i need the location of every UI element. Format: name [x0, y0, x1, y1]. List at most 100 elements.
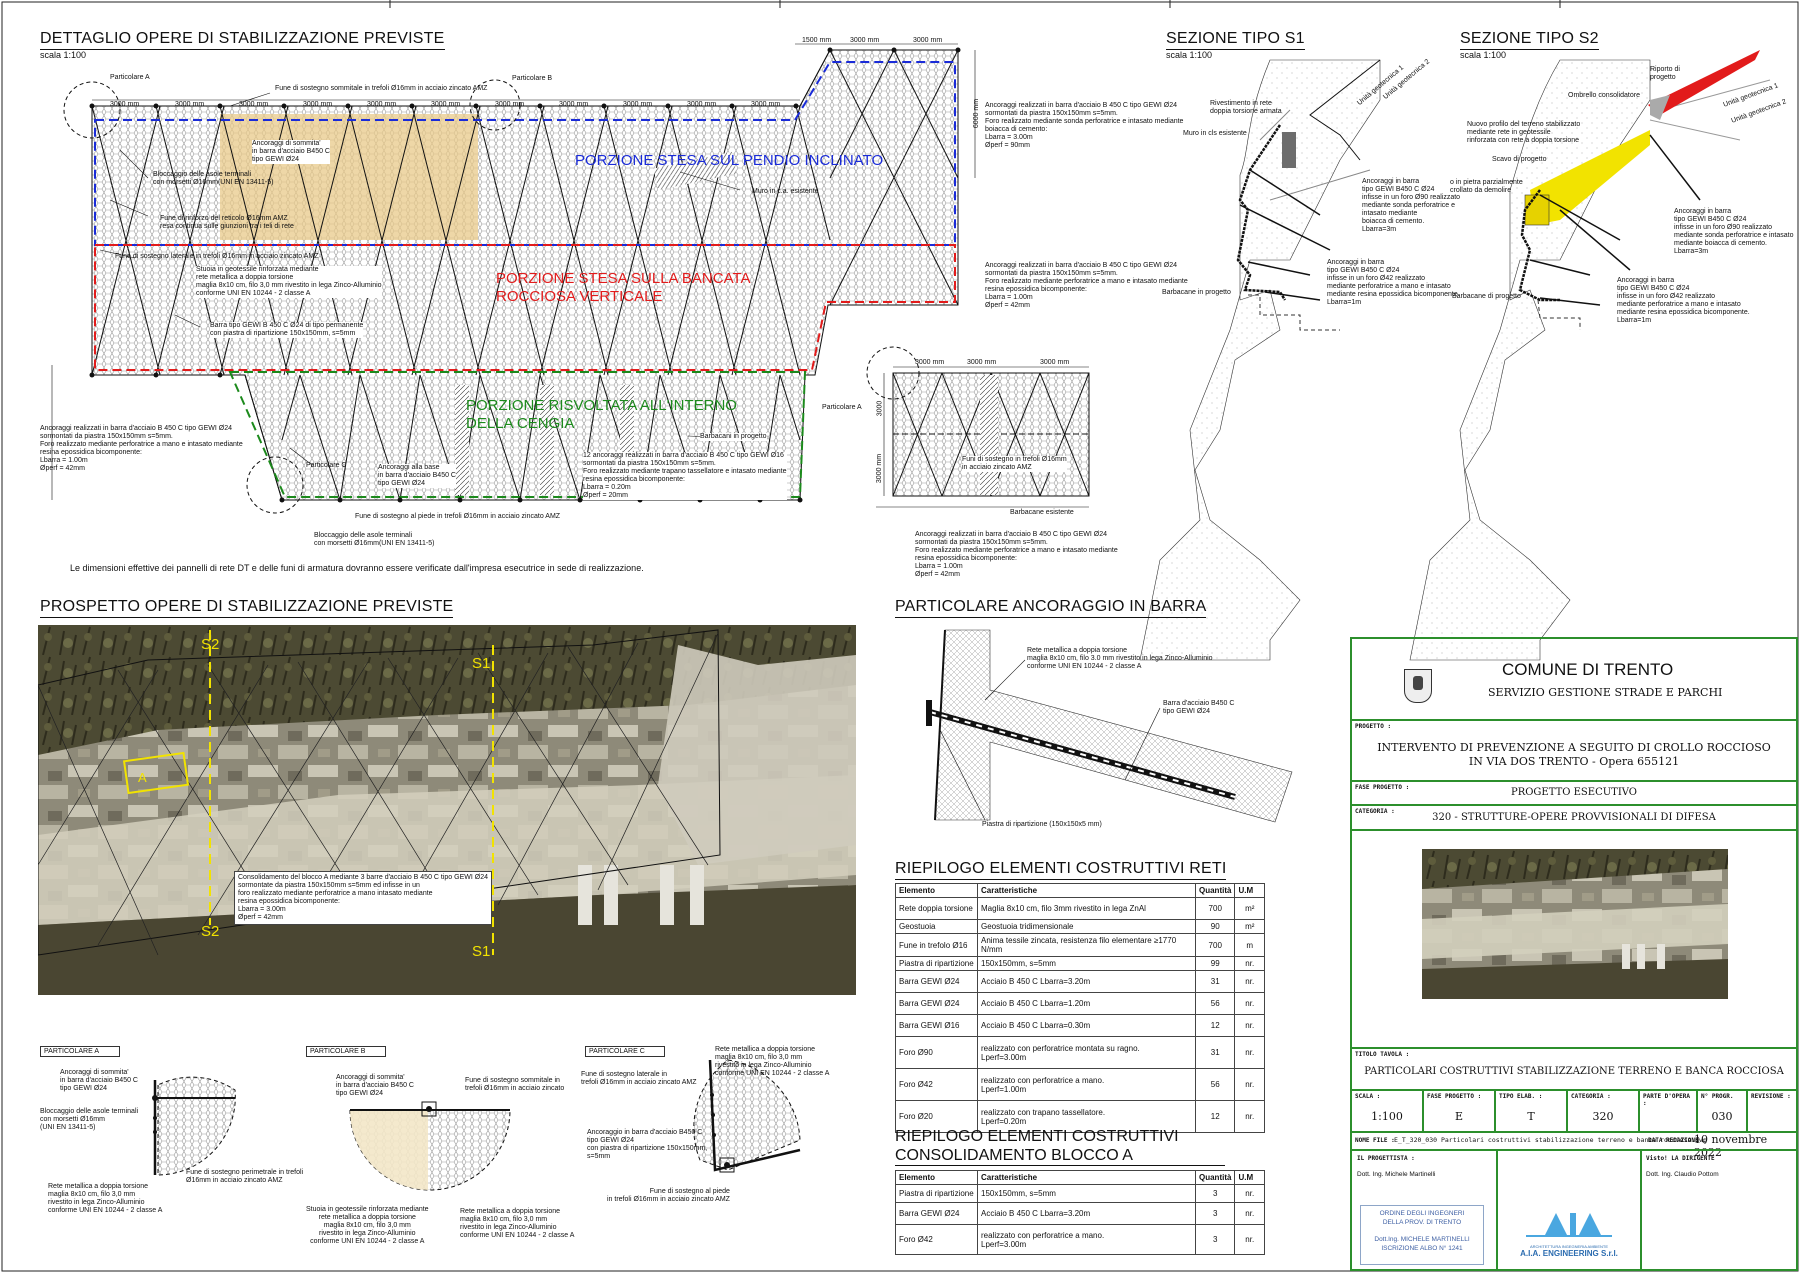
label-progettista: IL PROGETTISTA : — [1357, 1155, 1415, 1162]
cell: Foro Ø20 — [895, 1100, 978, 1133]
cell: Geostuoia — [895, 919, 978, 934]
detail-c-drawing — [693, 1059, 801, 1173]
dim-top: 3000 mm — [303, 101, 333, 108]
cell-revisione: REVISIONE : — [1751, 1093, 1791, 1100]
elevation-photo: S2 S2 S1 S1 A Consolidamento del blocco … — [38, 625, 856, 995]
detail-b-l1: Ancoraggi di sommita' in barra d'acciaio… — [336, 1074, 414, 1097]
engineer-stamp: ORDINE DEGLI INGEGNERI DELLA PROV. DI TR… — [1360, 1205, 1484, 1265]
cell: Barra GEWI Ø24 — [895, 992, 978, 1015]
s1-riv-label: Rivestimento in rete doppia torsione arm… — [1210, 100, 1282, 115]
dim-top-right: 3000 mm — [913, 37, 943, 44]
cell: Piastra di ripartizione — [895, 1184, 978, 1203]
zone-red-label-2: ROCCIOSA VERTICALE — [496, 288, 663, 305]
cell: 3 — [1194, 1224, 1236, 1255]
label-nome-file: NOME FILE : — [1355, 1137, 1395, 1144]
detail-a-drawing — [152, 1076, 236, 1176]
cell: 3 — [1194, 1184, 1236, 1203]
dim-top: 3000 mm — [175, 101, 205, 108]
cell: Maglia 8x10 cm, filo 3mm rivestito in le… — [977, 897, 1196, 920]
col-header: U.M — [1234, 1170, 1265, 1185]
detail-c-l3: Ancoraggio in barra d'acciaio B450 C tip… — [587, 1129, 708, 1160]
cell: 31 — [1194, 1036, 1236, 1069]
s2-ombrello-label: Ombrello consolidatore — [1568, 92, 1640, 99]
detail-c-l2: Rete metallica a doppia torsione maglia … — [715, 1046, 830, 1077]
barbacani-label: Barbacani in progetto — [700, 433, 767, 441]
cell: Acciaio B 450 C Lbarra=1.20m — [977, 992, 1196, 1015]
small-plan-net — [866, 346, 1090, 508]
cell: 12 — [1194, 1100, 1236, 1133]
zone-blue-label: PORZIONE STESA SUL PENDIO INCLINATO — [575, 152, 884, 169]
cell: nr. — [1234, 1068, 1265, 1101]
label-dirigente: Visto! LA DIRIGENTE — [1646, 1155, 1715, 1162]
cell: nr. — [1234, 1014, 1265, 1037]
s2-top-marker: S2 — [201, 636, 220, 653]
cell: 700 — [1194, 897, 1236, 920]
cell: realizzato con perforatrice a mano. Lper… — [977, 1068, 1196, 1101]
detail-b-l3: Stuoia in geotessile rinforzata mediante… — [306, 1206, 429, 1245]
cell: Geostuoia tridimensionale — [977, 919, 1196, 934]
cell: realizzato con perforatrice a mano. Lper… — [977, 1224, 1196, 1255]
detail-a-l2: Bloccaggio delle asole terminali con mor… — [40, 1108, 139, 1131]
cell: Foro Ø42 — [895, 1224, 978, 1255]
zone-red-label-1: PORZIONE STESA SULLA BANCATA — [496, 270, 751, 287]
small-dim-v2: 3000 mm — [876, 453, 884, 484]
cell: realizzato con perforatrice montata su r… — [977, 1036, 1196, 1069]
dim-top: 3000 mm — [623, 101, 653, 108]
cell: 99 — [1194, 956, 1236, 971]
comune-name: COMUNE DI TRENTO — [1502, 660, 1674, 679]
dim-top: 3000 mm — [559, 101, 589, 108]
cell-progr: N° PROGR. 030 — [1698, 1091, 1748, 1131]
part-a-label: Particolare A — [110, 74, 150, 81]
s1-top-marker: S1 — [472, 655, 491, 672]
fune-rinforzo-label: Fune di rinforzo del reticolo Ø16mm AMZ … — [160, 215, 294, 230]
s2-riporto-label: Riporto di progetto — [1650, 66, 1680, 81]
small-funi-label: Funi di sostegno in trefoli Ø16mm in acc… — [962, 456, 1067, 472]
detail-c-title: PARTICOLARE C — [585, 1046, 665, 1057]
cell: Foro Ø42 — [895, 1068, 978, 1101]
anc-right2-label: Ancoraggi realizzati in barra d'acciaio … — [985, 262, 1188, 309]
cell: Barra GEWI Ø24 — [895, 970, 978, 993]
s1-title: SEZIONE TIPO S1 — [1166, 30, 1305, 50]
s1-barb-label: Barbacane in progetto — [1162, 289, 1231, 296]
site-photo — [1422, 849, 1728, 999]
cell-parte: PARTE D'OPERA : — [1640, 1091, 1698, 1131]
cell: Foro Ø90 — [895, 1036, 978, 1069]
s1-bottom-marker: S1 — [472, 943, 491, 960]
anchor-piastra-label: Piastra di ripartizione (150x150x5 mm) — [982, 821, 1102, 828]
anchor-title: PARTICOLARE ANCORAGGIO IN BARRA — [895, 598, 1207, 618]
aia-logo: ARCHITETTURA INGEGNERIA AMBIENTE A.I.A. … — [1506, 1209, 1632, 1265]
table-header-row: Elemento Caratteristiche Quantità U.M — [895, 1170, 1265, 1185]
zone-green-label-1: PORZIONE RISVOLTATA ALL'INTERNO — [466, 397, 737, 414]
bloccaggio2-label: Bloccaggio delle asole terminali con mor… — [314, 532, 435, 547]
zone-green-label-2: DELLA CENGIA — [466, 415, 575, 432]
s2-muro-pietra-label: o in pietra parzialmente crollato da dem… — [1450, 179, 1523, 194]
detail-title: DETTAGLIO OPERE DI STABILIZZAZIONE PREVI… — [40, 30, 445, 50]
bom2-title: RIEPILOGO ELEMENTI COSTRUTTIVI CONSOLIDA… — [895, 1127, 1225, 1166]
s2-title: SEZIONE TIPO S2 — [1460, 30, 1599, 50]
dim-top-right: 1500 mm — [802, 37, 832, 44]
cell: nr. — [1234, 1100, 1265, 1133]
fune-laterale-label: Fune di sostegno laterale in trefoli Ø16… — [115, 253, 319, 260]
categoria-value: 320 - STRUTTURE-OPERE PROVVISIONALI DI D… — [1432, 812, 1716, 823]
cell: 31 — [1194, 970, 1236, 993]
anc-right1-label: Ancoraggi realizzati in barra d'acciaio … — [985, 102, 1184, 149]
cell: nr. — [1234, 1224, 1265, 1255]
site-photo-svg — [1422, 849, 1728, 999]
bom1-table: Elemento Caratteristiche Quantità U.M Re… — [895, 883, 1265, 1133]
dim-top: 3000 mm — [367, 101, 397, 108]
dim-top: 3000 mm — [431, 101, 461, 108]
cell: Barra GEWI Ø24 — [895, 1202, 978, 1225]
plan-note: Le dimensioni effettive dei pannelli di … — [70, 563, 644, 573]
cell: 90 — [1194, 919, 1236, 934]
cell: Fune in trefolo Ø16 — [895, 933, 978, 957]
small-dim: 3000 mm — [915, 359, 945, 366]
label-fase: FASE PROGETTO : — [1355, 784, 1410, 791]
small-part-a-label: Particolare A — [822, 404, 862, 411]
detail-a-l4: Rete metallica a doppia torsione maglia … — [48, 1183, 163, 1214]
